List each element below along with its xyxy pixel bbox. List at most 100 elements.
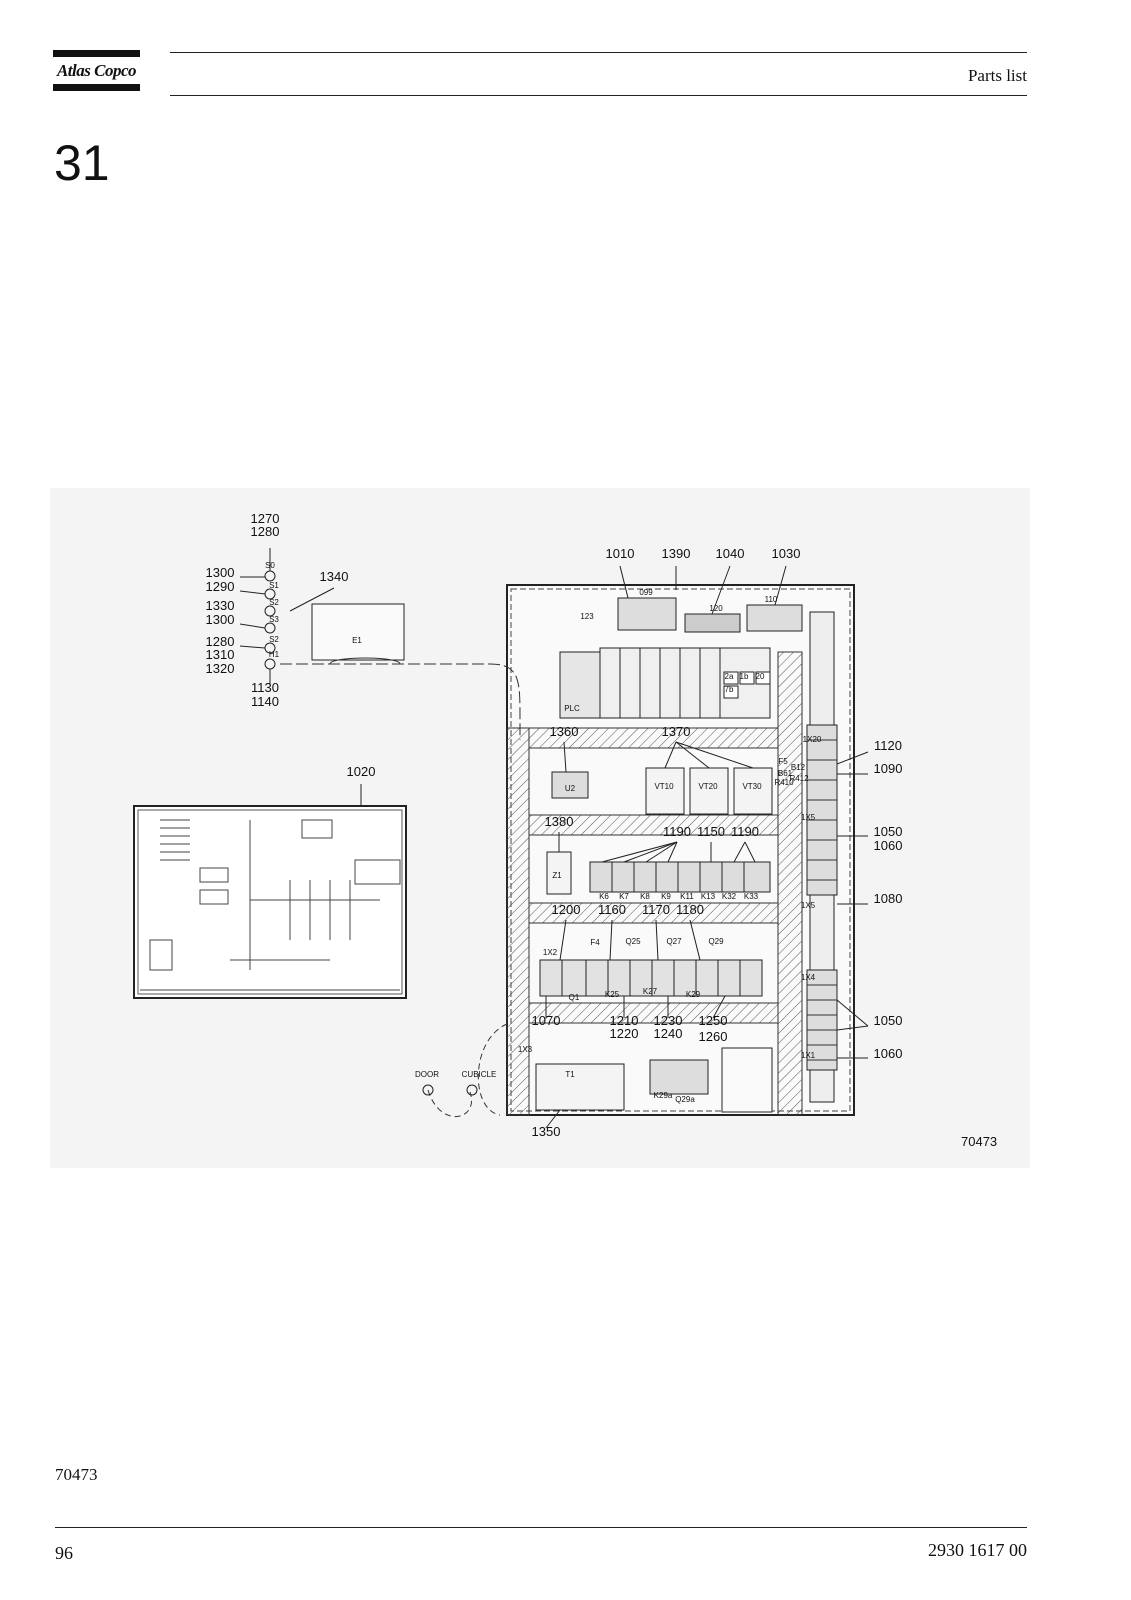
contactor-k29a [649, 1059, 709, 1095]
part-callout: 1230 [654, 1013, 683, 1028]
control-panel-120 [684, 613, 741, 633]
component-label: S1 [269, 581, 279, 590]
door-ground-symbol [422, 1084, 434, 1096]
component-label: K25 [605, 990, 620, 999]
component-label: VT10 [654, 782, 674, 791]
component-label: K7 [619, 892, 629, 901]
part-callout: 1340 [320, 569, 349, 584]
part-callout: 1240 [654, 1026, 683, 1041]
part-callout: 1330 [206, 598, 235, 613]
component-label: Z1 [552, 871, 562, 880]
component-label: Q25 [625, 937, 641, 946]
part-callout: 1060 [874, 838, 903, 853]
component-label: VT30 [742, 782, 762, 791]
part-callout: 1260 [699, 1029, 728, 1044]
component-label: F4 [590, 938, 600, 947]
page-number: 96 [55, 1543, 73, 1563]
component-label: Q29 [708, 937, 724, 946]
component-label: 1b [740, 672, 749, 681]
component-label: E1 [352, 636, 362, 645]
part-callout: 1050 [874, 824, 903, 839]
cable-duct-left [506, 727, 530, 1116]
header-rule-bottom [170, 95, 1027, 96]
part-callout: 1360 [550, 724, 579, 739]
part-callout: 1070 [532, 1013, 561, 1028]
cable-duct-row-2 [528, 814, 779, 836]
component-label: 1X4 [801, 973, 816, 982]
part-callout: 1160 [598, 902, 626, 917]
box-1260 [721, 1047, 773, 1113]
component-label: S2 [269, 635, 279, 644]
relay-rail-row [589, 861, 771, 893]
component-label: 2a [725, 672, 734, 681]
part-callout: 1320 [206, 661, 235, 676]
part-callout: 1090 [874, 761, 903, 776]
component-label: DOOR [415, 1070, 439, 1079]
component-label: T1 [565, 1070, 575, 1079]
component-label: K13 [701, 892, 716, 901]
component-label: Q1 [569, 993, 580, 1002]
cable-duct-row-3 [528, 902, 779, 924]
part-callout: 1280 [251, 524, 280, 539]
electrical-cubicle-drawing: 1270128013001290133013001280131013201130… [133, 511, 903, 1139]
component-label: VT20 [698, 782, 718, 791]
breaker-rail-row [539, 959, 763, 997]
cable-duct-row-4 [528, 1002, 779, 1024]
part-callout: 1020 [347, 764, 376, 779]
part-callout: 1150 [697, 824, 725, 839]
cubicle-ground-symbol [466, 1084, 478, 1096]
part-callout: 1350 [532, 1124, 561, 1139]
vt20-module [689, 767, 729, 815]
terminal-strip-upper [806, 724, 838, 896]
component-label: R410 [774, 778, 794, 787]
document-number: 2930 1617 00 [928, 1540, 1027, 1560]
component-label: K32 [722, 892, 737, 901]
part-callout: 1300 [206, 565, 235, 580]
transformer-t1 [535, 1063, 625, 1111]
component-label: K6 [599, 892, 609, 901]
part-callout: 1080 [874, 891, 903, 906]
component-label: K33 [744, 892, 759, 901]
part-callout: 1120 [874, 738, 902, 753]
wiring-diagram-1020 [133, 805, 407, 999]
component-label: 7b [725, 685, 734, 694]
component-label: K27 [643, 987, 658, 996]
figure-code: 70473 [961, 1134, 998, 1149]
component-label: 1X5 [801, 813, 816, 822]
component-label: 1X5 [801, 901, 816, 910]
vt10-module [645, 767, 685, 815]
component-label: 1X1 [801, 1051, 816, 1060]
part-callout: 1190 [663, 824, 691, 839]
callout-number-layer: 1270128013001290133013001280131013201130… [206, 511, 903, 1139]
part-callout: 1170 [642, 902, 670, 917]
component-label: H1 [269, 650, 280, 659]
component-label: PLC [564, 704, 580, 713]
component-label: S3 [269, 615, 279, 624]
lamp-e1 [311, 603, 405, 661]
part-callout: 1060 [874, 1046, 903, 1061]
component-label: 110 [765, 595, 778, 604]
component-label: S0 [265, 561, 275, 570]
component-label: K8 [640, 892, 650, 901]
terminal-strip-lower [806, 969, 838, 1071]
component-label: Q27 [666, 937, 682, 946]
part-callout: 1250 [699, 1013, 728, 1028]
component-label: CUBICLE [462, 1070, 497, 1079]
label-plate-110 [746, 604, 803, 632]
component-label: S2 [269, 598, 279, 607]
part-callout: 1210 [610, 1013, 639, 1028]
component-label: 123 [580, 612, 594, 621]
part-callout: 1290 [206, 579, 235, 594]
component-label: F5 [778, 757, 788, 766]
brand-logo: Atlas Copco [56, 61, 137, 80]
part-callout: 1200 [552, 902, 581, 917]
part-callout: 1050 [874, 1013, 903, 1028]
component-label: K9 [661, 892, 671, 901]
component-label: B61 [778, 769, 793, 778]
label-plate-099 [617, 597, 677, 631]
part-callout: 1010 [606, 546, 635, 561]
section-number: 31 [54, 135, 110, 191]
component-label: K11 [680, 892, 694, 901]
